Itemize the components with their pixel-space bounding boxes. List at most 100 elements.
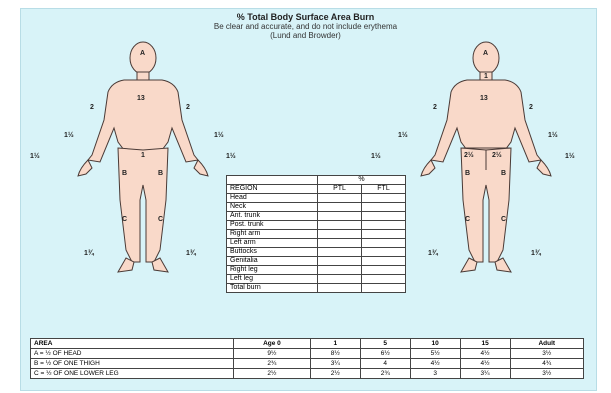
back-label-left-foot: 1¾ [428,250,438,258]
region-table-row: Left arm [227,239,406,248]
region-table-header-ptl: PTL [318,185,362,194]
area-table-header-age-10: 10 [410,339,460,349]
region-name: Neck [227,203,318,212]
front-label-left-hand: 1½ [30,153,40,161]
area-table-header-age-15: 15 [460,339,510,349]
region-table-row: Total burn [227,284,406,293]
region-ftl-cell [362,275,406,284]
region-ftl-cell [362,266,406,275]
region-ftl-cell [362,203,406,212]
region-ftl-cell [362,284,406,293]
area-value: 3 [410,369,460,379]
region-table-blank [227,176,318,185]
region-ftl-cell [362,248,406,257]
region-ftl-cell [362,257,406,266]
area-table-header-area: AREA [31,339,234,349]
front-label-left-foot: 1¾ [84,250,94,258]
area-table-header-adult: Adult [510,339,583,349]
front-label-right-hand: 1½ [226,153,236,161]
area-value: 3½ [510,369,583,379]
front-label-right-thigh: B [158,170,163,178]
area-table-row: A = ½ OF HEAD 9½ 8½ 6½ 5½ 4½ 3½ [31,349,584,359]
area-value: 4½ [460,359,510,369]
region-burn-table: % REGION PTL FTL Head Neck Ant. trunk Po… [226,175,406,293]
area-value: 2½ [234,369,311,379]
area-value: 2¾ [234,359,311,369]
front-label-right-foot: 1¾ [186,250,196,258]
back-label-right-upper-arm: 2 [529,104,533,112]
region-ftl-cell [362,221,406,230]
region-table-header-region: REGION [227,185,318,194]
back-label-right-buttock: 2½ [492,152,502,160]
back-label-trunk: 13 [480,95,488,103]
area-table-row: B = ½ OF ONE THIGH 2¾ 3¼ 4 4½ 4½ 4¾ [31,359,584,369]
area-value: 5½ [410,349,460,359]
region-ptl-cell [318,203,362,212]
back-label-left-buttock: 2½ [464,152,474,160]
region-table-row: Neck [227,203,406,212]
region-table-row: Left leg [227,275,406,284]
region-ptl-cell [318,230,362,239]
region-name: Buttocks [227,248,318,257]
front-label-genitals: 1 [141,152,145,160]
front-label-right-forearm: 1½ [214,132,224,140]
region-table-row: Head [227,194,406,203]
area-value: 3¼ [310,359,360,369]
area-value: 3¼ [460,369,510,379]
area-value: 2½ [310,369,360,379]
area-table-header-age-1: 1 [310,339,360,349]
back-label-left-upper-arm: 2 [433,104,437,112]
area-label: A = ½ OF HEAD [31,349,234,359]
area-label: C = ½ OF ONE LOWER LEG [31,369,234,379]
area-value: 3½ [510,349,583,359]
area-value: 9½ [234,349,311,359]
region-ftl-cell [362,194,406,203]
region-ftl-cell [362,230,406,239]
region-name: Head [227,194,318,203]
region-name: Left arm [227,239,318,248]
front-label-head: A [140,50,145,58]
front-label-left-upper-arm: 2 [90,104,94,112]
area-value: 4½ [410,359,460,369]
region-table-header-row: REGION PTL FTL [227,185,406,194]
region-ptl-cell [318,212,362,221]
back-label-right-hand: 1½ [565,153,575,161]
front-label-left-forearm: 1½ [64,132,74,140]
area-table-header-age-5: 5 [360,339,410,349]
region-ftl-cell [362,239,406,248]
front-label-left-thigh: B [122,170,127,178]
area-value: 4¾ [510,359,583,369]
area-age-table: AREA Age 0 1 5 10 15 Adult A = ½ OF HEAD… [30,338,584,379]
region-ftl-cell [362,212,406,221]
region-ptl-cell [318,194,362,203]
region-ptl-cell [318,284,362,293]
region-name: Left leg [227,275,318,284]
front-label-right-leg: C [158,216,163,224]
region-ptl-cell [318,266,362,275]
region-name: Total burn [227,284,318,293]
region-table-row: Ant. trunk [227,212,406,221]
area-table-header-age-0: Age 0 [234,339,311,349]
area-value: 4 [360,359,410,369]
back-label-left-forearm: 1½ [398,132,408,140]
back-label-right-thigh: B [501,170,506,178]
region-name: Right arm [227,230,318,239]
area-label: B = ½ OF ONE THIGH [31,359,234,369]
region-table-row: Right leg [227,266,406,275]
front-label-left-leg: C [122,216,127,224]
area-table-row: C = ½ OF ONE LOWER LEG 2½ 2½ 2¾ 3 3¼ 3½ [31,369,584,379]
area-value: 4½ [460,349,510,359]
back-label-left-thigh: B [465,170,470,178]
region-ptl-cell [318,248,362,257]
region-table-row: Buttocks [227,248,406,257]
back-label-right-foot: 1¾ [531,250,541,258]
region-name: Right leg [227,266,318,275]
back-label-right-leg: C [501,216,506,224]
area-table-header-row: AREA Age 0 1 5 10 15 Adult [31,339,584,349]
region-table-row: Post. trunk [227,221,406,230]
front-label-trunk: 13 [137,95,145,103]
region-table-row: Right arm [227,230,406,239]
region-ptl-cell [318,239,362,248]
region-ptl-cell [318,221,362,230]
